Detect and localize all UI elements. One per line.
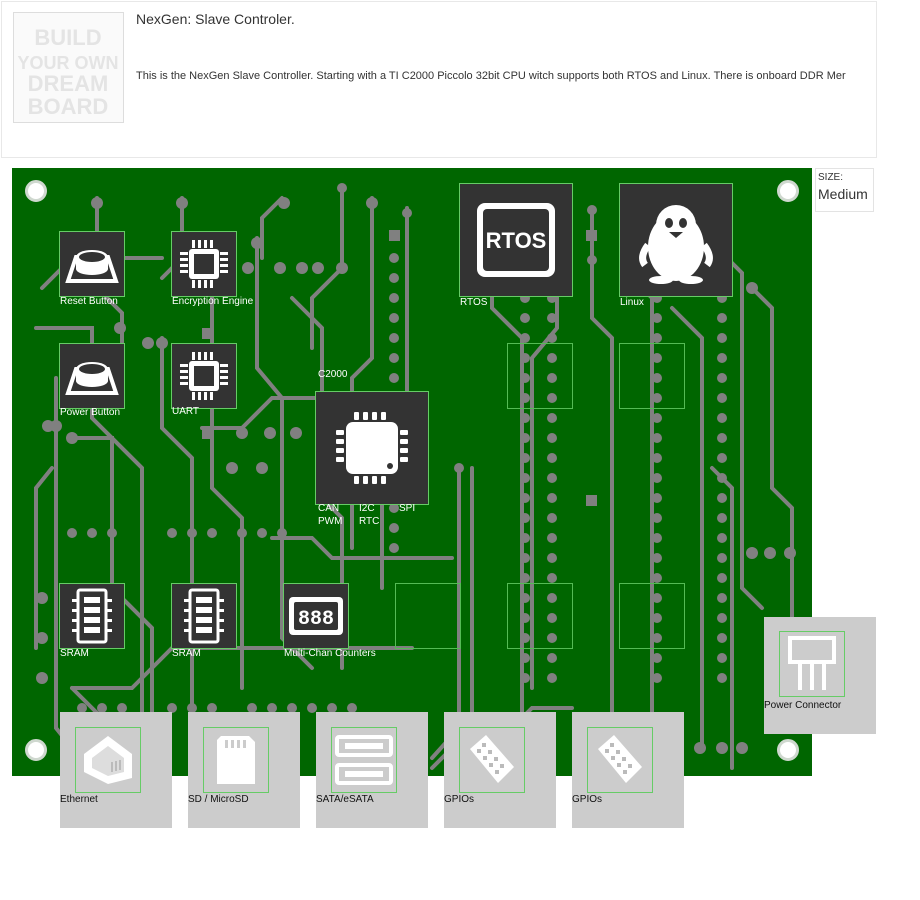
mount-hole — [25, 739, 47, 761]
board-description: This is the NexGen Slave Controller. Sta… — [136, 70, 846, 82]
seven-segment-icon: 888 — [283, 583, 349, 649]
sd-card-icon — [203, 727, 269, 793]
empty-slot[interactable] — [619, 343, 685, 409]
size-label: SIZE: — [818, 172, 844, 183]
empty-slot[interactable] — [507, 343, 573, 409]
mount-hole — [777, 739, 799, 761]
tux-penguin-icon — [619, 183, 733, 297]
push-button-icon — [59, 343, 125, 409]
uart-label: UART — [172, 406, 200, 417]
ethernet-connector[interactable]: Ethernet — [60, 712, 172, 828]
svg-text:DREAM: DREAM — [28, 71, 109, 96]
gpio-connector[interactable]: GPIOs — [444, 712, 556, 828]
header-panel: BUILD YOUR OWN DREAM BOARD NexGen: Slave… — [1, 1, 877, 158]
power-connector[interactable]: Power Connector — [764, 617, 876, 734]
pin-header-icon — [459, 727, 525, 793]
gpio-label: GPIOs — [444, 794, 475, 805]
counters-label: Multi-Chan Counters — [284, 648, 376, 659]
board-logo: BUILD YOUR OWN DREAM BOARD — [13, 12, 124, 123]
size-value: Medium — [818, 186, 868, 202]
sd-card-connector[interactable]: SD / MicroSD — [188, 712, 300, 828]
svg-text:YOUR OWN: YOUR OWN — [18, 53, 119, 73]
ethernet-label: Ethernet — [60, 794, 98, 805]
svg-text:BUILD: BUILD — [34, 25, 101, 50]
logo-image: BUILD YOUR OWN DREAM BOARD — [18, 25, 119, 119]
sata-label: SATA/eSATA — [316, 794, 374, 805]
cpu-chip-icon — [315, 391, 429, 505]
sram-label: SRAM — [172, 648, 201, 659]
svg-text:BOARD: BOARD — [28, 94, 109, 119]
pcb-board[interactable]: Reset Button Encryption Engine Power But… — [12, 168, 812, 776]
empty-slot[interactable] — [507, 583, 573, 649]
power-header-icon — [779, 631, 845, 697]
cpu-top-label: C2000 — [318, 369, 348, 380]
rtos-icon: RTOS — [459, 183, 573, 297]
cpu-rtc-label: RTC — [359, 516, 380, 527]
memory-icon — [171, 583, 237, 649]
chip-icon — [171, 231, 237, 297]
power-connector-label: Power Connector — [764, 700, 842, 711]
size-selector[interactable]: SIZE: Medium — [815, 168, 874, 212]
reset-button-label: Reset Button — [60, 296, 118, 307]
mount-hole — [25, 180, 47, 202]
board-title: NexGen: Slave Controler. — [136, 11, 295, 27]
cpu-i2c-label: I2C — [359, 503, 375, 514]
empty-slot[interactable] — [619, 583, 685, 649]
cpu-spi-label: SPI — [399, 503, 416, 514]
linux-label: Linux — [620, 297, 644, 308]
power-button-label: Power Button — [60, 407, 121, 418]
memory-icon — [59, 583, 125, 649]
rtos-badge-text: RTOS — [486, 228, 547, 253]
gpio-label: GPIOs — [572, 794, 603, 805]
cpu-pwm-label: PWM — [318, 516, 343, 527]
rtos-label: RTOS — [460, 297, 488, 308]
sram-label: SRAM — [60, 648, 89, 659]
sd-card-label: SD / MicroSD — [188, 794, 249, 805]
sata-port-icon — [331, 727, 397, 793]
counter-digits: 888 — [298, 608, 334, 631]
cpu-can-label: CAN — [318, 503, 340, 514]
ethernet-port-icon — [75, 727, 141, 793]
sata-connector[interactable]: SATA/eSATA — [316, 712, 428, 828]
push-button-icon — [59, 231, 125, 297]
encryption-engine-label: Encryption Engine — [172, 296, 254, 307]
pin-header-icon — [587, 727, 653, 793]
empty-slot[interactable] — [395, 583, 461, 649]
gpio-connector[interactable]: GPIOs — [572, 712, 684, 828]
chip-icon — [171, 343, 237, 409]
mount-hole — [777, 180, 799, 202]
